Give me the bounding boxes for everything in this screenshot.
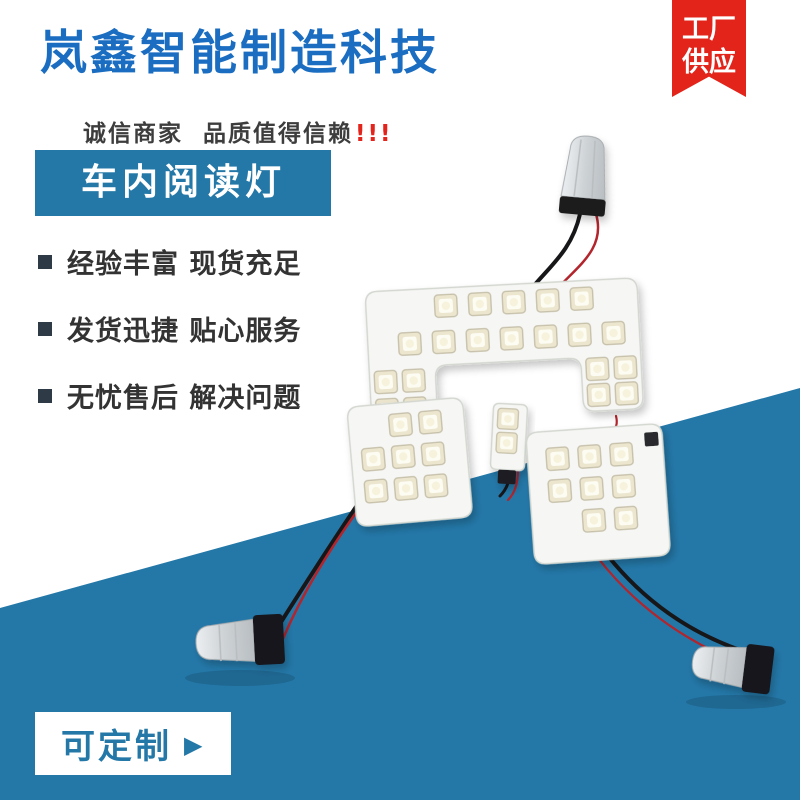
bulb-body (560, 135, 606, 201)
t10-wedge-bulb-left (195, 613, 285, 666)
led-chip (423, 472, 449, 499)
led-chip (611, 473, 637, 499)
led-chip (465, 327, 491, 353)
bullet-square-icon (38, 388, 52, 403)
feature-text: 无忧售后 解决问题 (67, 383, 302, 414)
bulb-ridge (573, 139, 582, 197)
bulb-base (252, 613, 285, 666)
black-wire (274, 496, 364, 632)
led-chip (495, 431, 519, 455)
led-chip (547, 478, 573, 504)
led-chip (612, 354, 638, 380)
black-wire (530, 212, 582, 290)
led-chip (360, 446, 387, 473)
led-chip (613, 505, 639, 531)
bulb-body (195, 618, 256, 662)
led-chip (614, 380, 640, 406)
black-wire (606, 554, 754, 656)
led-chip (608, 441, 635, 467)
bullet-square-icon (38, 254, 52, 269)
bulb-ridge (218, 625, 222, 662)
led-chip (431, 329, 457, 355)
led-module-small (489, 402, 529, 485)
led-chip (397, 331, 423, 357)
led-chip (420, 441, 446, 467)
led-chip (579, 475, 605, 502)
module-socket (497, 469, 517, 485)
bulb-ridge (591, 140, 596, 198)
product-category-banner: 车内阅读灯 (35, 150, 331, 216)
led-chip (387, 411, 414, 438)
led-chip (586, 382, 612, 408)
connector-shadow (686, 695, 786, 709)
connector-shadow (185, 670, 295, 686)
led-chip (373, 369, 399, 395)
panel-socket (644, 431, 659, 447)
led-chip (499, 325, 525, 351)
led-chip (584, 356, 610, 382)
t10-wedge-bulb-right (691, 644, 775, 695)
led-chip (467, 291, 493, 317)
led-chip (417, 409, 444, 435)
red-wire (278, 508, 360, 648)
brand-title: 岚鑫智能制造科技 (40, 26, 440, 81)
feature-text: 发货迅捷 贴心服务 (67, 316, 302, 347)
led-chip (544, 446, 571, 472)
led-chip (501, 289, 527, 315)
feature-list: 经验丰富 现货充足 发货迅捷 贴心服务 无忧售后 解决问题 (38, 242, 301, 443)
led-panel-right (525, 423, 671, 565)
red-wire (506, 468, 520, 502)
feature-item: 无忧售后 解决问题 (38, 376, 301, 415)
led-chip (401, 368, 427, 394)
led-chip (390, 443, 417, 470)
bulb-base (741, 644, 775, 695)
play-arrow-icon: ▶ (184, 731, 203, 759)
led-chip (569, 286, 595, 312)
led-chip (533, 324, 559, 350)
led-chip (601, 320, 627, 346)
bulb-body (691, 646, 748, 688)
led-panel-left (346, 397, 473, 527)
bullet-square-icon (38, 321, 52, 336)
feature-text: 经验丰富 现货充足 (67, 249, 302, 280)
led-chip (496, 407, 520, 431)
led-chip (363, 478, 389, 504)
bulb-base (558, 196, 606, 217)
brand-tagline: 诚信商家 品质值得信赖!!! (43, 88, 393, 174)
led-chip (576, 443, 603, 470)
led-chip (393, 475, 419, 502)
customize-cta-button[interactable]: 可定制 ▶ (35, 712, 231, 775)
led-chip (581, 507, 607, 534)
led-chip (567, 322, 593, 348)
bulb-ridge (709, 647, 716, 682)
bulb-ridge (234, 623, 238, 662)
feature-item: 经验丰富 现货充足 (38, 242, 301, 281)
ribbon-line-2: 供应 (682, 47, 736, 78)
ribbon-line-1: 工厂 (682, 14, 736, 45)
tagline-exclamation: !!! (355, 121, 393, 147)
feature-item: 发货迅捷 贴心服务 (38, 309, 301, 348)
led-chip (535, 287, 561, 313)
bulb-ridge (723, 648, 730, 685)
tagline-text: 诚信商家 品质值得信赖 (83, 121, 354, 147)
t10-wedge-bulb-top (558, 135, 606, 217)
led-chip (433, 293, 459, 319)
cta-label: 可定制 (61, 727, 172, 767)
